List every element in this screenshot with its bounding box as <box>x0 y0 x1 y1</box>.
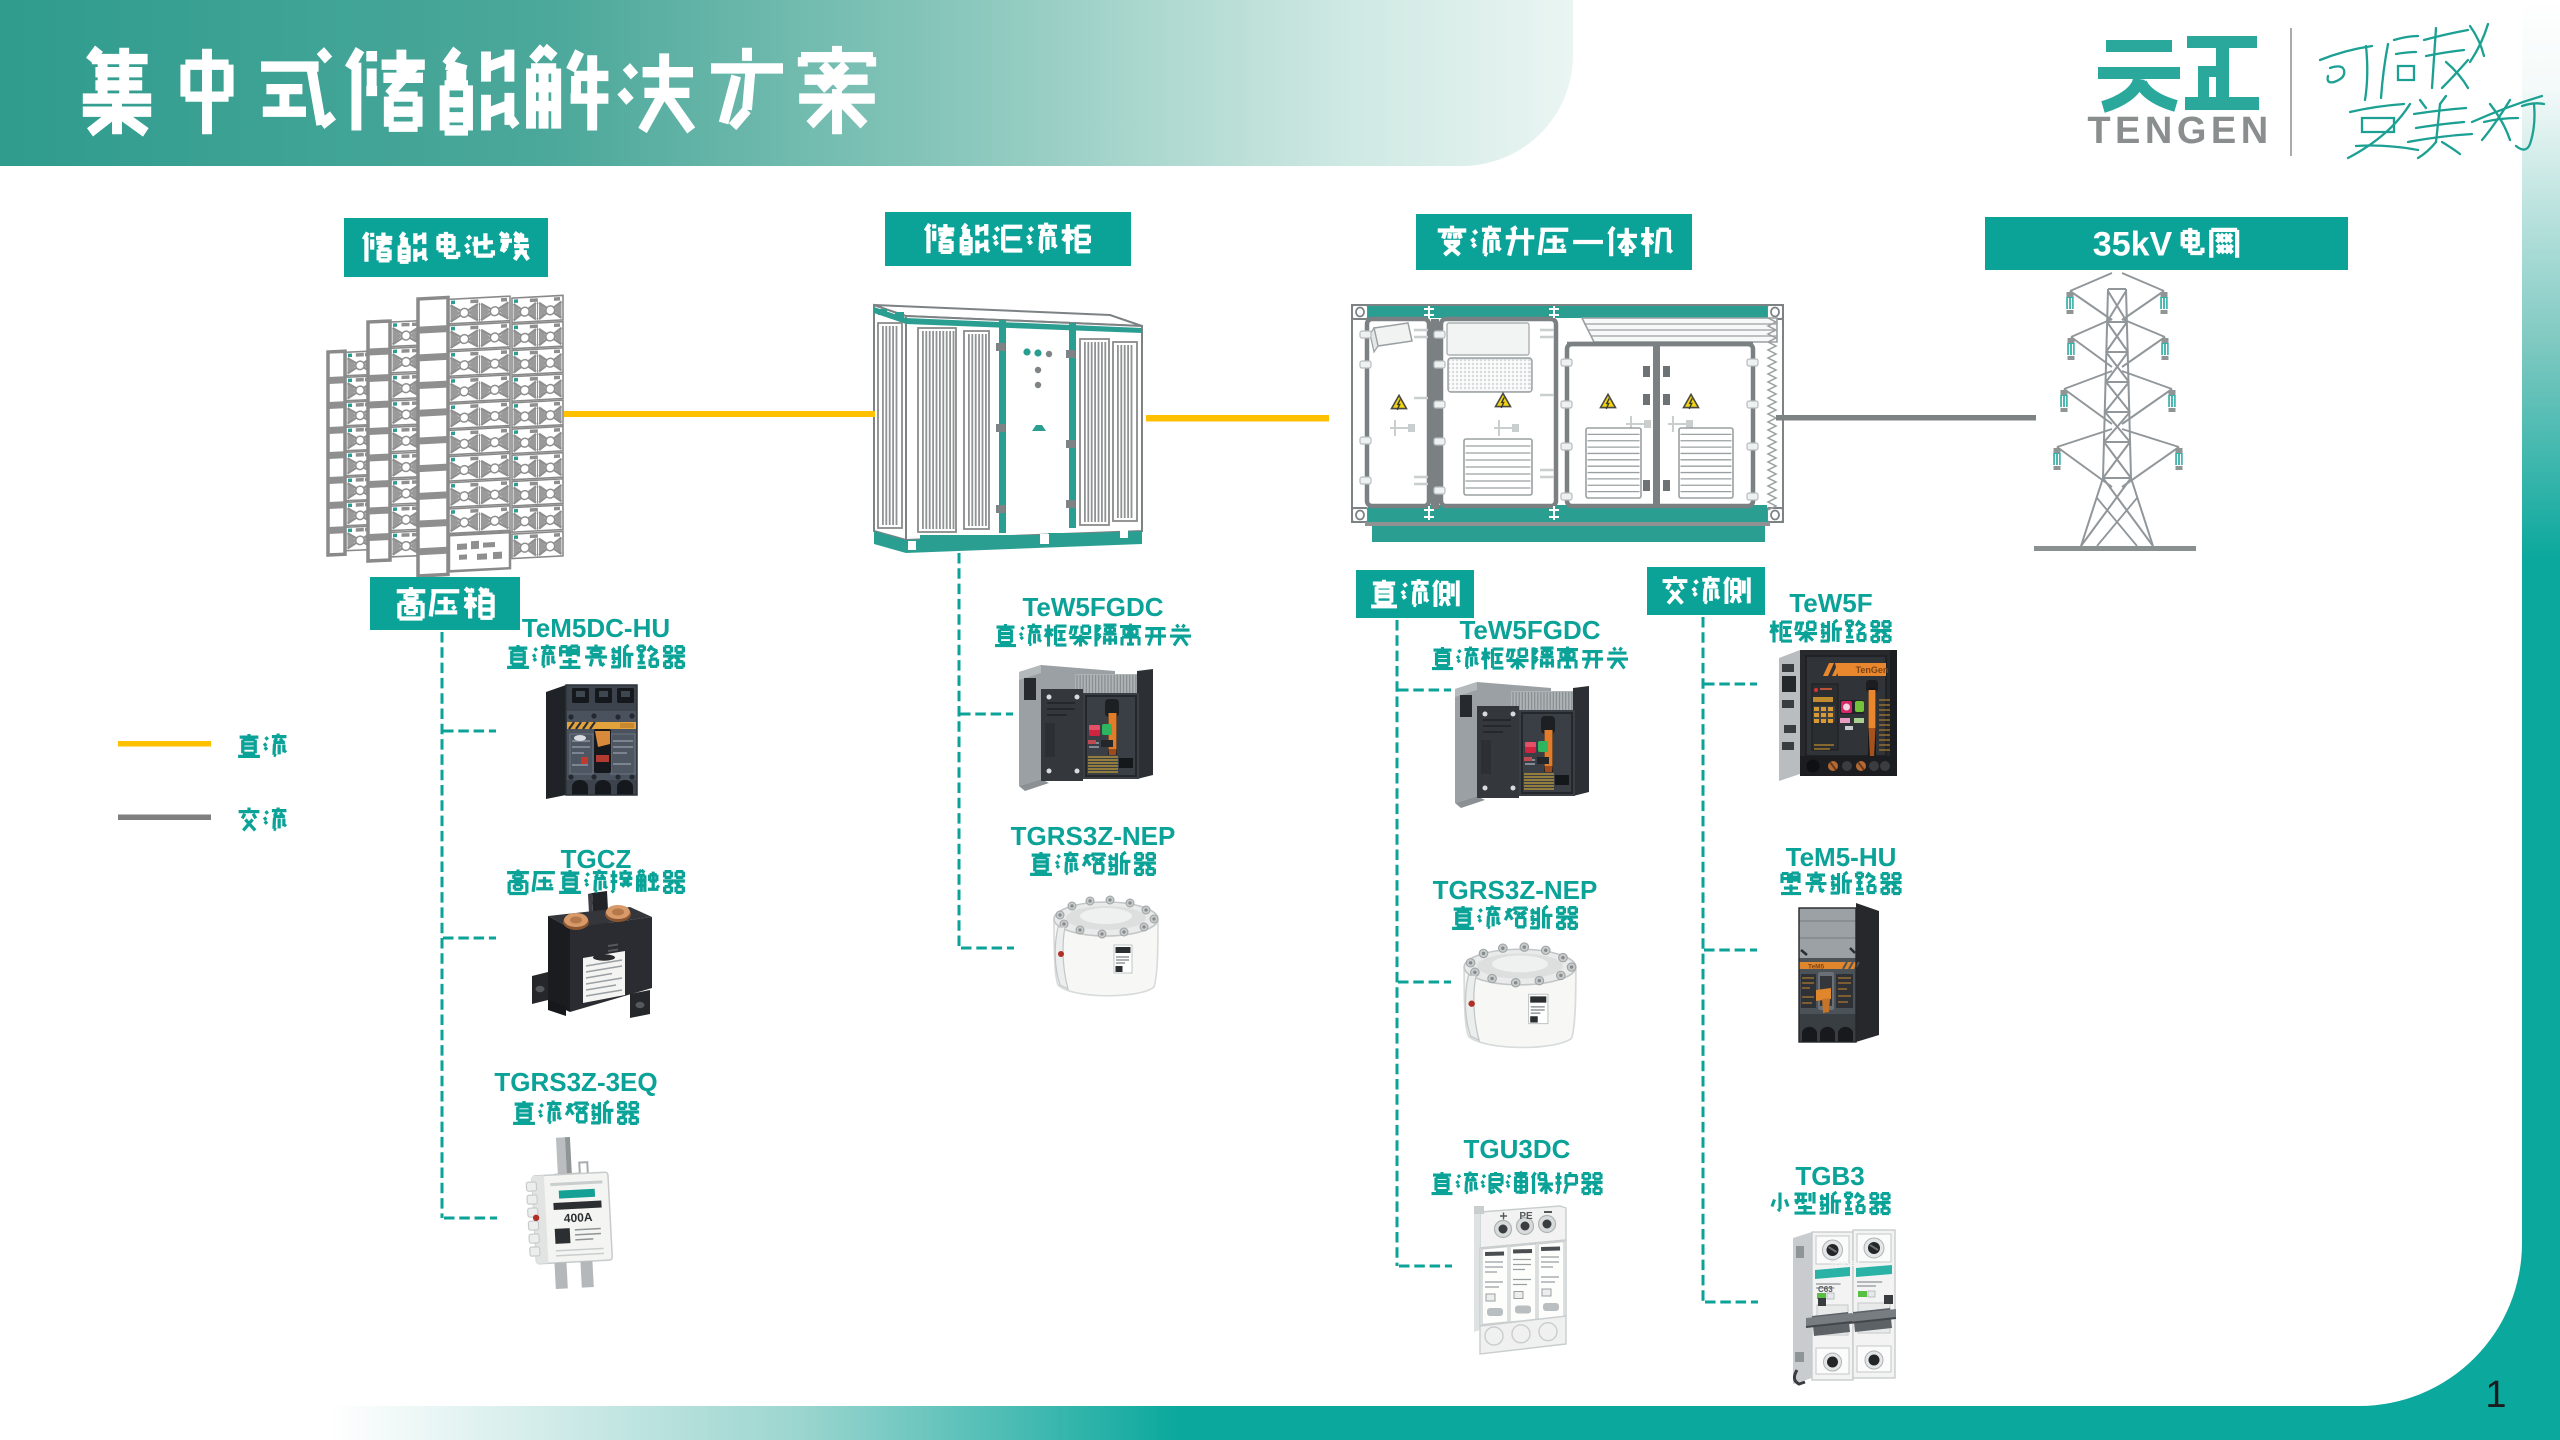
svg-text:TeM5: TeM5 <box>1808 964 1825 971</box>
svg-text:TGRS3Z-NEP: TGRS3Z-NEP <box>1433 875 1598 905</box>
svg-text:TGCZ: TGCZ <box>561 844 632 874</box>
svg-text:TeW5FGDC: TeW5FGDC <box>1459 615 1600 645</box>
svg-text:TenGen: TenGen <box>1856 665 1889 675</box>
svg-text:TGU3DC: TGU3DC <box>1464 1134 1571 1164</box>
svg-text:TENGEN: TENGEN <box>2087 110 2272 152</box>
svg-text:TGRS3Z-3EQ: TGRS3Z-3EQ <box>494 1067 657 1097</box>
svg-text:TGB3: TGB3 <box>1795 1161 1864 1191</box>
svg-text:TeM5-HU: TeM5-HU <box>1786 842 1897 872</box>
svg-text:TeW5F: TeW5F <box>1789 588 1872 618</box>
svg-text:TGRS3Z-NEP: TGRS3Z-NEP <box>1011 821 1176 851</box>
svg-text:TENGEN: TENGEN <box>1830 1261 1859 1268</box>
svg-text:PE: PE <box>1519 1211 1533 1222</box>
svg-text:C63: C63 <box>1818 1285 1833 1294</box>
svg-text:TeM5DC-HU: TeM5DC-HU <box>522 613 670 643</box>
svg-text:1: 1 <box>2485 1374 2506 1416</box>
svg-text:TeW5FGDC: TeW5FGDC <box>1022 592 1163 622</box>
svg-text:35kV: 35kV <box>2093 226 2173 264</box>
svg-text:400A: 400A <box>563 1210 593 1225</box>
